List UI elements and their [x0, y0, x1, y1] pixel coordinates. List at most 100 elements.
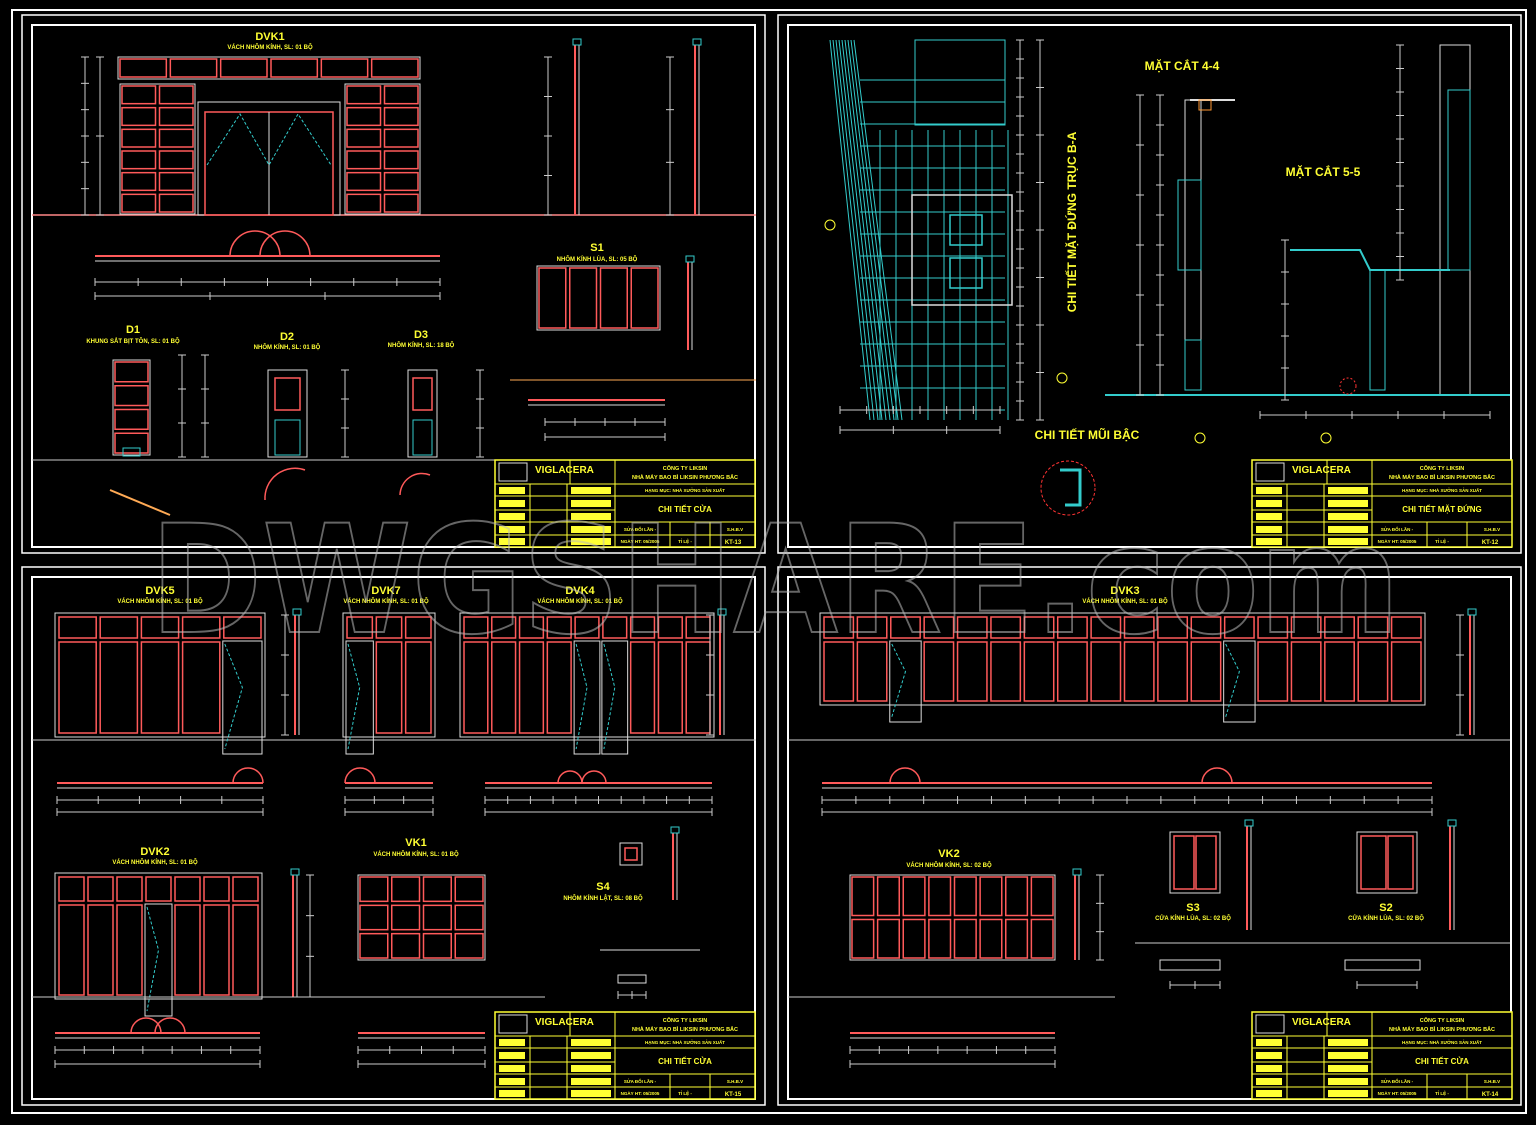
window-pane	[956, 616, 988, 639]
window-pane	[119, 58, 168, 78]
company-name: CÔNG TY LIKSIN	[1420, 464, 1465, 472]
item-desc: VÁCH NHÔM KÍNH, SL: 01 BỘ	[537, 597, 623, 605]
section-cap	[572, 38, 582, 46]
window-pane	[219, 58, 268, 78]
title-block-fill	[571, 538, 611, 545]
window-pane	[359, 876, 389, 903]
window-pane	[391, 876, 421, 903]
window-pane	[546, 616, 572, 639]
outer-border	[11, 9, 1527, 1114]
window-pane	[232, 904, 259, 996]
window-pane	[114, 432, 149, 454]
facade-line	[832, 39, 875, 421]
window-pane	[140, 616, 180, 639]
window-pane	[1390, 641, 1422, 702]
section-cap	[670, 826, 680, 834]
title-block-fill	[499, 538, 525, 545]
window-outline	[54, 612, 266, 738]
door-leaf	[1223, 640, 1256, 723]
title-block-frame	[494, 1011, 756, 1100]
scale: TỈ LỆ -	[1435, 537, 1449, 544]
category: HẠNG MỤC: NHÀ XƯỞNG SẢN XUẤT	[645, 487, 725, 493]
title-block-fill	[571, 1052, 611, 1059]
window-outline	[117, 56, 421, 80]
category: HẠNG MỤC: NHÀ XƯỞNG SẢN XUẤT	[645, 1039, 725, 1045]
window-pane	[657, 616, 683, 639]
window-pane	[404, 641, 432, 734]
window-pane	[1257, 641, 1289, 702]
title-block-fill	[571, 500, 611, 507]
window-pane	[1123, 616, 1155, 639]
window-pane	[851, 918, 875, 959]
plan-wall	[109, 489, 171, 516]
sheet-number: KT-15	[725, 1092, 742, 1098]
logo-icon	[498, 1014, 528, 1034]
window-pane	[1223, 616, 1255, 639]
window-outline	[54, 872, 263, 1000]
window-pane	[1324, 616, 1355, 639]
window-pane	[383, 128, 419, 148]
project-name: NHÀ MÁY BAO BÌ LIKSIN PHƯƠNG BẮC	[1389, 1025, 1495, 1033]
title-block-fill	[1328, 513, 1368, 520]
window-pane	[1157, 641, 1189, 702]
window-pane	[602, 616, 628, 639]
window-pane	[375, 616, 403, 639]
company-name: CÔNG TY LIKSIN	[1420, 1016, 1465, 1024]
door-swing-line	[206, 113, 332, 167]
door-glass	[274, 377, 301, 411]
window-pane	[383, 193, 419, 213]
door-louver	[412, 419, 433, 456]
door-swing-arc	[344, 767, 376, 784]
facade-line	[853, 39, 903, 421]
window-pane	[979, 918, 1003, 959]
window-pane	[518, 616, 545, 639]
section-cap	[685, 255, 695, 263]
sheet-title: CHI TIẾT CỬA	[1415, 1056, 1469, 1066]
door-leaf	[144, 903, 173, 1017]
item-code: S3	[1186, 902, 1199, 914]
sheet-border	[777, 566, 1522, 1106]
door-swing-arc	[232, 767, 264, 784]
column	[1369, 269, 1386, 391]
window-pane	[1190, 616, 1222, 639]
sheet-4-labels: DVK3 VÁCH NHÔM KÍNH, SL: 01 BỘ VK2 VÁCH …	[906, 585, 1424, 922]
window-pane	[422, 876, 452, 903]
item-code: DVK2	[140, 846, 169, 858]
code: S.H.B.V	[1484, 1079, 1500, 1084]
title-block-fill	[499, 513, 525, 520]
logo-text: VIGLACERA	[535, 465, 594, 476]
facade-line	[835, 39, 879, 421]
title-block-fill	[499, 1039, 525, 1046]
window-pane	[454, 904, 484, 931]
section-cap	[292, 608, 302, 616]
window-pane	[1290, 641, 1322, 702]
window-pane	[181, 641, 221, 734]
window-pane	[1123, 641, 1155, 702]
window-pane	[1005, 918, 1029, 959]
window-outline	[112, 359, 151, 456]
title-block-fill	[1328, 1052, 1368, 1059]
sheet-border	[21, 14, 766, 554]
door-swing-arc	[154, 1017, 186, 1034]
window-pane	[203, 876, 230, 902]
facade-line	[844, 39, 891, 421]
section-hatch	[1447, 89, 1471, 271]
title-block-fill	[1256, 526, 1282, 533]
window-pane	[1090, 616, 1122, 639]
section-hatch	[1184, 339, 1202, 391]
window-pane	[518, 641, 545, 734]
title-block-fill	[499, 526, 525, 533]
title-block-fill	[1256, 1052, 1282, 1059]
title-block-fill	[571, 526, 611, 533]
grid-axis-marker	[824, 219, 836, 231]
window-pane	[491, 641, 517, 734]
window-pane	[158, 106, 194, 127]
sheet-frames	[11, 9, 1527, 1114]
door-glass	[412, 377, 433, 411]
window-pane	[856, 616, 888, 639]
window-pane	[58, 876, 85, 902]
logo-text: VIGLACERA	[1292, 1017, 1351, 1028]
window-pane	[203, 904, 230, 996]
